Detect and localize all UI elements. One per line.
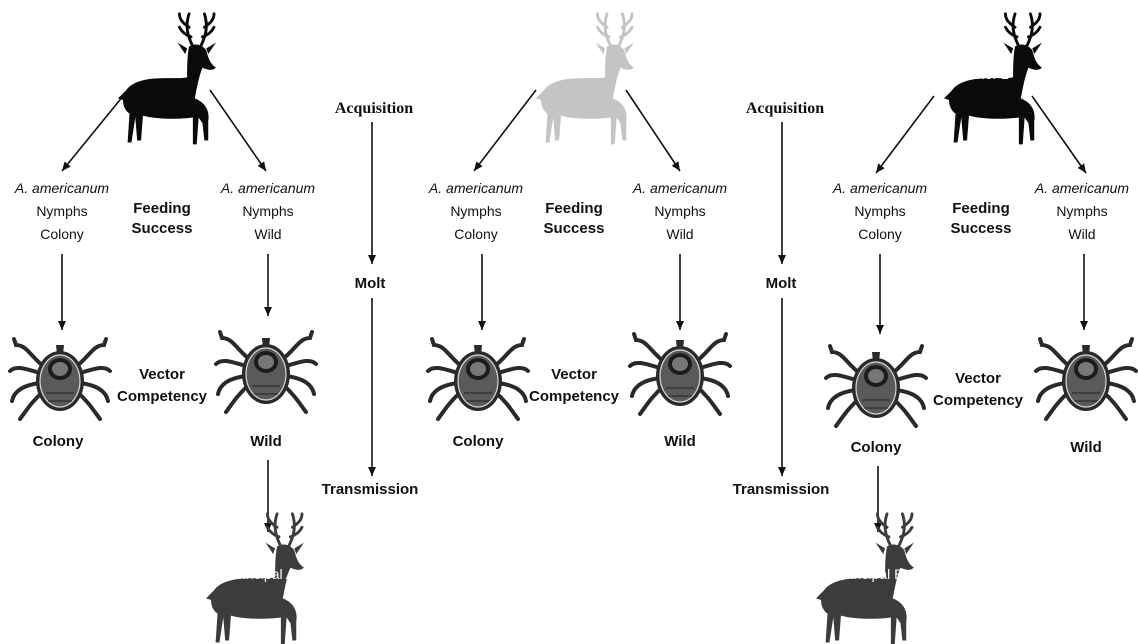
- control-label: Control: [553, 64, 598, 80]
- feeding-success-label-3: Feeding Success: [951, 200, 1012, 237]
- species-label: A. americanum: [14, 180, 109, 196]
- stage-label: Nymphs: [450, 203, 501, 219]
- molt-label: Molt: [766, 275, 797, 292]
- svg-text:Competency: Competency: [529, 388, 620, 405]
- species-label: A. americanum: [428, 180, 523, 196]
- feeding-success-label-1: Feeding Success: [132, 200, 193, 237]
- tick-donor2-colony: [826, 346, 926, 426]
- tick-caption: Wild: [1070, 439, 1102, 456]
- tick-control-colony: [428, 339, 528, 419]
- tick-icon: [216, 332, 316, 412]
- tick-caption: Colony: [33, 433, 84, 450]
- svg-text:Success: Success: [951, 220, 1012, 237]
- source-label: Colony: [858, 226, 902, 242]
- nymph-block-donor1-wild: A. americanum Nymphs Wild: [220, 180, 315, 242]
- vector-competency-label-1: Vector Competency: [117, 366, 208, 405]
- source-label: Wild: [254, 226, 281, 242]
- transmission-label: Transmission: [322, 481, 419, 498]
- tick-icon: [1036, 339, 1136, 419]
- svg-text:Competency: Competency: [117, 388, 208, 405]
- stage-label: Nymphs: [36, 203, 87, 219]
- transmission-label: Transmission: [733, 481, 830, 498]
- feeding-success-label-2: Feeding Success: [544, 200, 605, 237]
- arrow: [626, 90, 680, 171]
- species-label: A. americanum: [632, 180, 727, 196]
- vector-competency-label-2: Vector Competency: [529, 366, 620, 405]
- svg-text:Vector: Vector: [139, 366, 185, 383]
- stage-label: Nymphs: [654, 203, 705, 219]
- svg-text:Vector: Vector: [955, 370, 1001, 387]
- timeline-1: Acquisition Molt Transmission: [322, 100, 419, 498]
- tick-control-wild: [630, 334, 730, 414]
- nymph-block-control-colony: A. americanum Nymphs Colony: [428, 180, 523, 242]
- tick-caption: Wild: [664, 433, 696, 450]
- nymph-block-donor1-colony: A. americanum Nymphs Colony: [14, 180, 109, 242]
- donor-1-label: Donor 1: [134, 64, 184, 80]
- vector-competency-label-3: Vector Competency: [933, 370, 1024, 409]
- arrow: [210, 90, 266, 171]
- species-label: A. americanum: [1034, 180, 1129, 196]
- timeline-2: Acquisition Molt Transmission: [733, 100, 830, 498]
- svg-text:Vector: Vector: [551, 366, 597, 383]
- nymph-block-donor2-wild: A. americanum Nymphs Wild: [1034, 180, 1129, 242]
- svg-text:Feeding: Feeding: [545, 200, 603, 217]
- stage-label: Nymphs: [854, 203, 905, 219]
- stage-label: Nymphs: [242, 203, 293, 219]
- svg-text:Competency: Competency: [933, 392, 1024, 409]
- principal-b-label: Principal B: [837, 566, 904, 582]
- arrow: [876, 96, 934, 173]
- species-label: A. americanum: [220, 180, 315, 196]
- source-label: Wild: [1068, 226, 1095, 242]
- source-label: Colony: [454, 226, 498, 242]
- tick-donor1-colony: [10, 339, 110, 419]
- arrow: [1032, 96, 1086, 173]
- svg-text:Feeding: Feeding: [133, 200, 191, 217]
- source-label: Colony: [40, 226, 84, 242]
- svg-text:Feeding: Feeding: [952, 200, 1010, 217]
- tick-donor1-wild: [216, 332, 316, 412]
- arrow: [62, 90, 128, 171]
- svg-text:Success: Success: [544, 220, 605, 237]
- nymph-block-control-wild: A. americanum Nymphs Wild: [632, 180, 727, 242]
- svg-text:Success: Success: [132, 220, 193, 237]
- tick-caption: Colony: [453, 433, 504, 450]
- acquisition-label: Acquisition: [335, 100, 413, 117]
- molt-label: Molt: [355, 275, 386, 292]
- species-label: A. americanum: [832, 180, 927, 196]
- tick-caption: Wild: [250, 433, 282, 450]
- principal-a-label: Principal A: [229, 566, 296, 582]
- tick-caption: Colony: [851, 439, 902, 456]
- tick-icon: [630, 334, 730, 414]
- tick-icon: [428, 339, 528, 419]
- tick-icon: [10, 339, 110, 419]
- tick-donor2-wild: [1036, 339, 1136, 419]
- stage-label: Nymphs: [1056, 203, 1107, 219]
- donor-2-label: Donor 2: [959, 66, 1009, 82]
- arrow: [474, 90, 536, 171]
- source-label: Wild: [666, 226, 693, 242]
- nymph-block-donor2-colony: A. americanum Nymphs Colony: [832, 180, 927, 242]
- tick-icon: [826, 346, 926, 426]
- acquisition-label: Acquisition: [746, 100, 824, 117]
